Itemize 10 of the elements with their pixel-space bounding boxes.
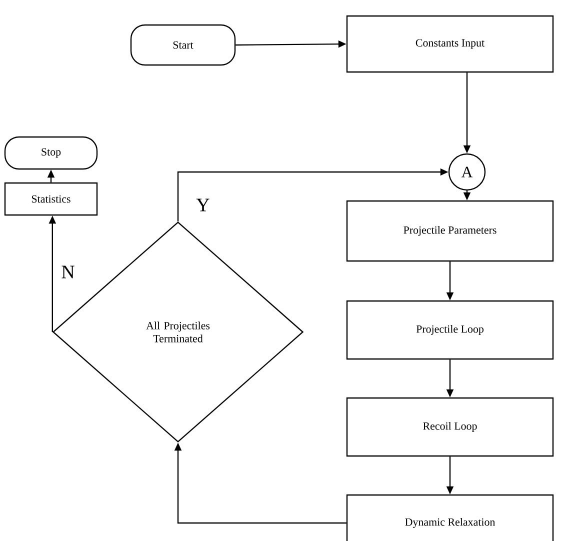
process-box: Projectile Loop: [346, 300, 554, 360]
process-box: Constants Input: [346, 15, 554, 73]
process-box: Statistics: [4, 182, 98, 216]
edge-label: N: [62, 266, 74, 278]
process-box: Recoil Loop: [346, 397, 554, 457]
process-box: Dynamic Relaxation: [346, 494, 554, 541]
terminal-box: Start: [130, 24, 236, 66]
edge-label: Y: [196, 198, 210, 212]
process-box: Projectile Parameters: [346, 200, 554, 262]
terminal-box: Stop: [4, 136, 98, 170]
